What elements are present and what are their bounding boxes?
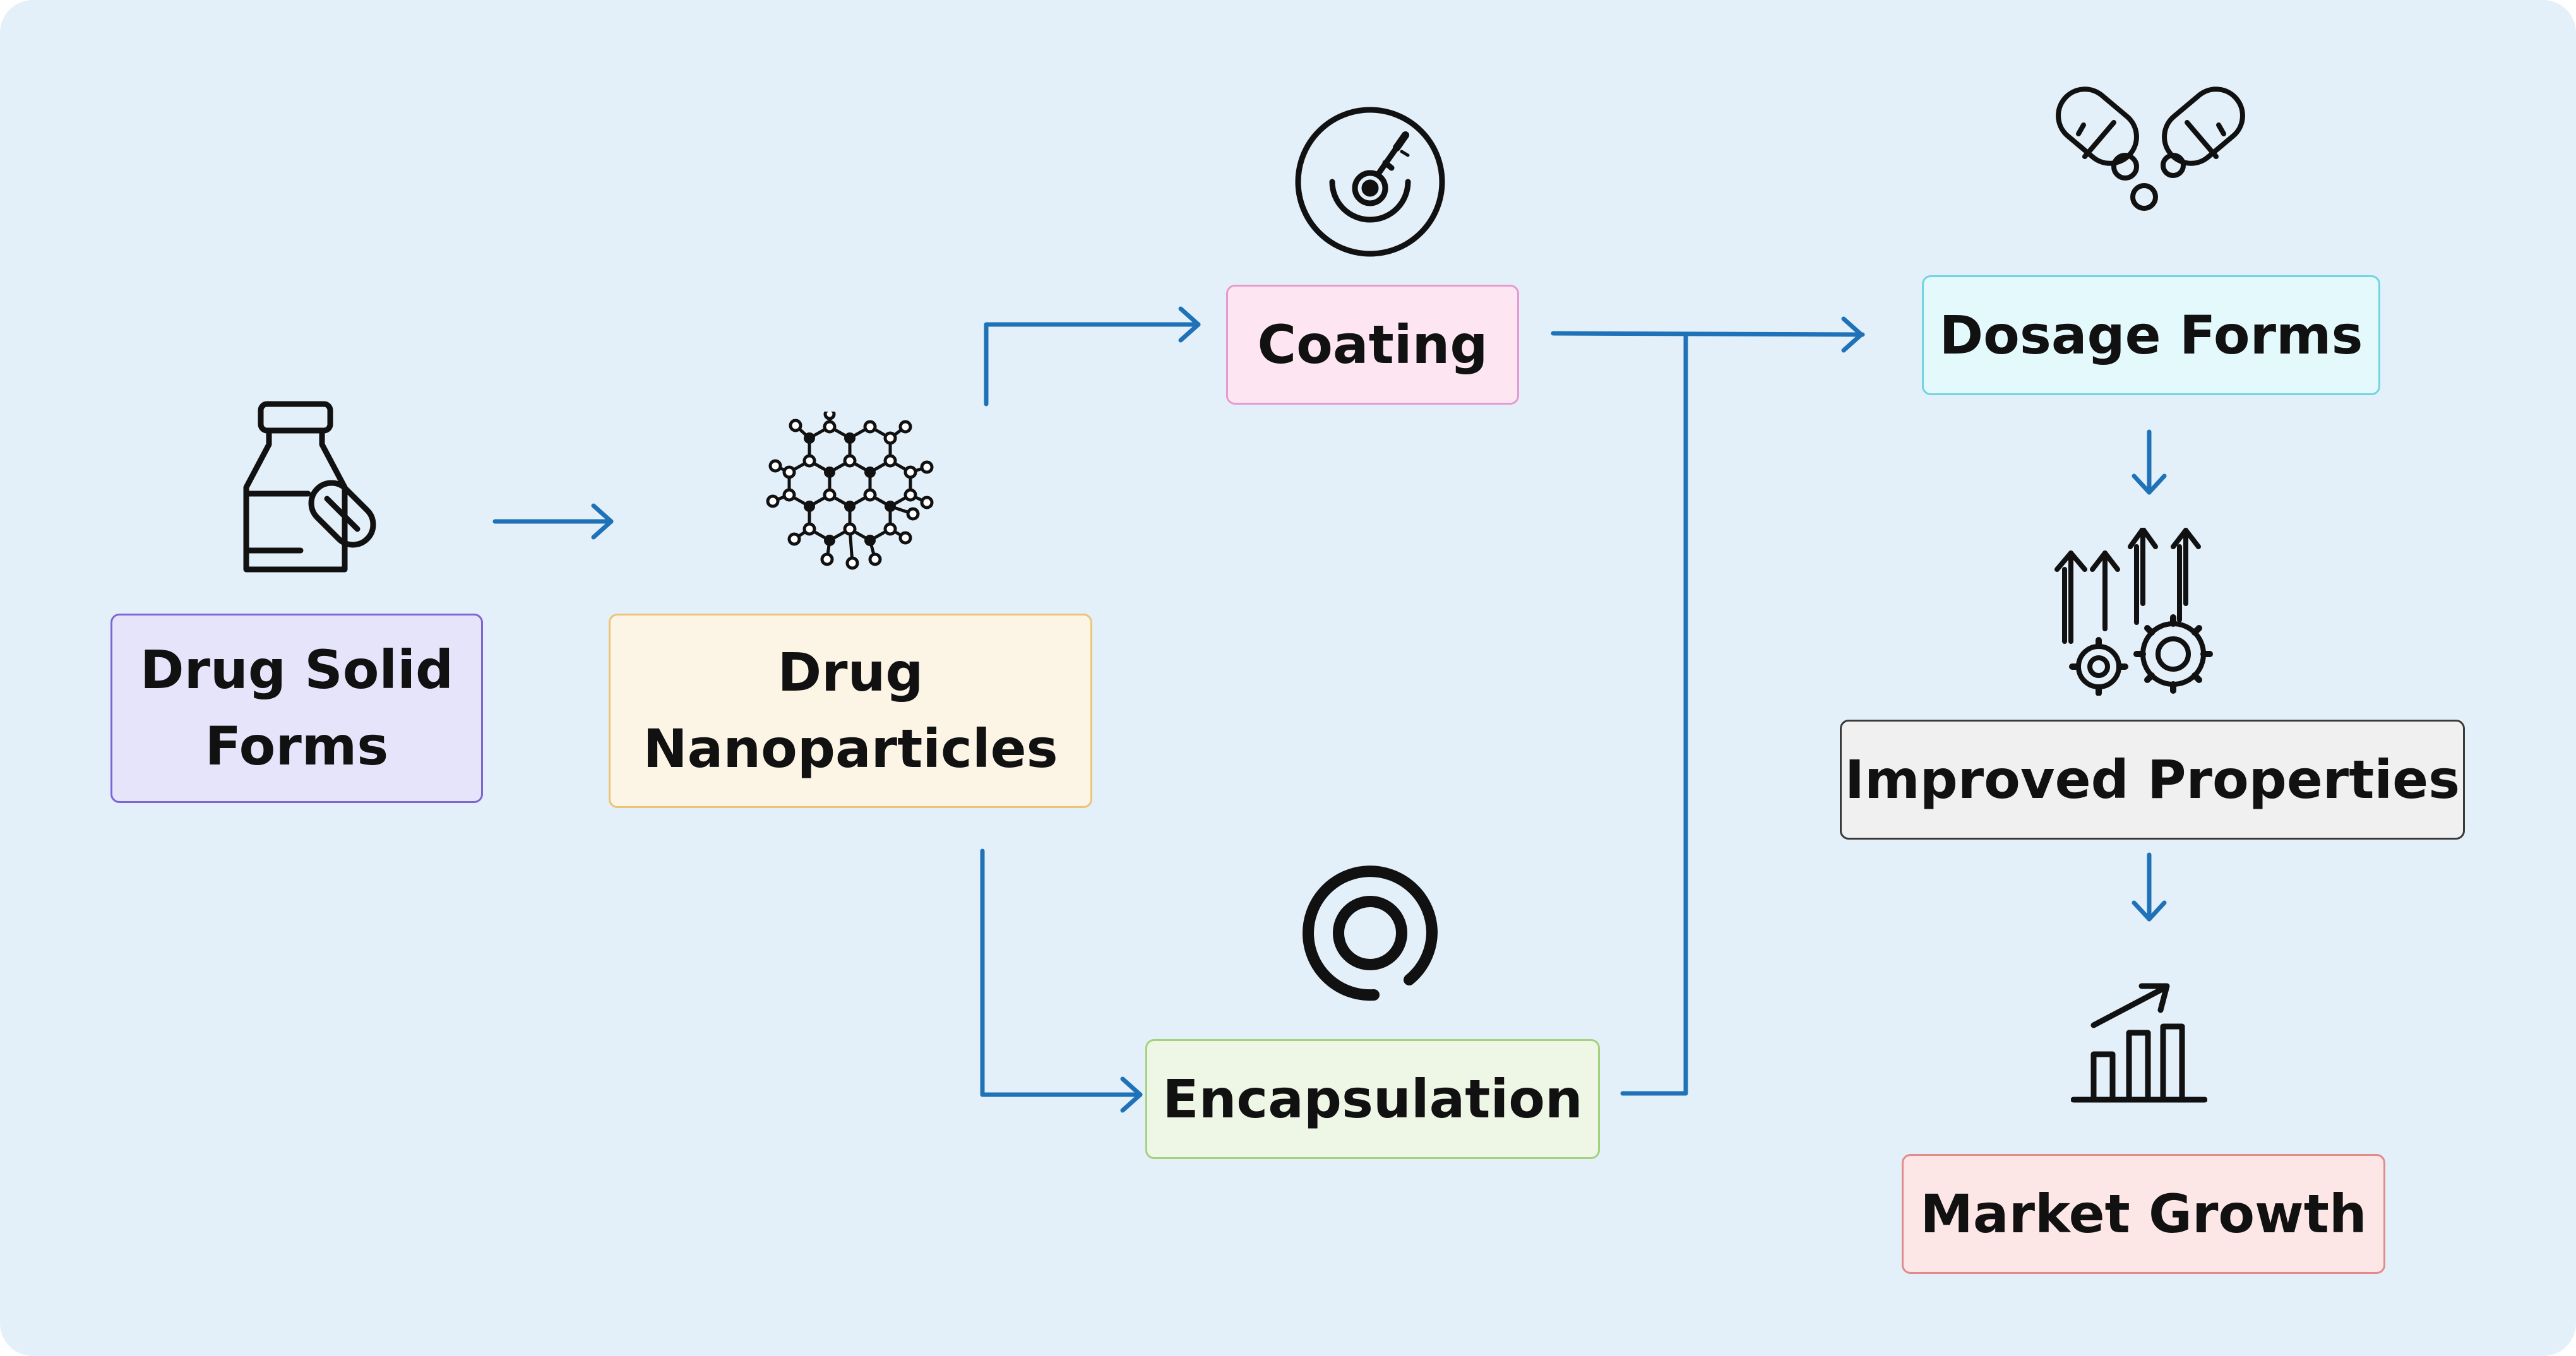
node-drug-solid-forms: Drug Solid Forms: [110, 614, 483, 803]
node-improved-properties: Improved Properties: [1840, 720, 2465, 840]
open-capsules-icon: [2056, 86, 2245, 211]
arrow-nano-to-coating: [984, 306, 1201, 407]
node-market-growth-label: Market Growth: [1920, 1182, 2367, 1245]
molecule-network-icon: [766, 412, 934, 570]
node-coating-label: Coating: [1257, 313, 1488, 376]
node-dosage-forms-label: Dosage Forms: [1939, 304, 2363, 366]
node-coating: Coating: [1226, 285, 1519, 405]
arrow-solid-to-nano: [492, 503, 614, 540]
node-drug-nanoparticles-label-line1: Drug: [777, 641, 924, 703]
node-drug-nanoparticles: Drug Nanoparticles: [609, 614, 1092, 808]
encapsulation-ring-icon: [1303, 865, 1438, 1001]
medicine-bottle-capsule-icon: [243, 401, 376, 573]
arrow-nano-to-encapsulation: [980, 848, 1143, 1113]
arrow-dosage-to-improved: [2132, 429, 2167, 495]
arrow-coating-to-dosage: [1551, 316, 1865, 353]
growth-bar-chart-icon: [2071, 983, 2207, 1103]
node-drug-solid-forms-label-line2: Forms: [205, 715, 389, 777]
node-improved-properties-label: Improved Properties: [1844, 748, 2460, 811]
gears-up-arrows-icon: [2054, 528, 2213, 696]
node-encapsulation: Encapsulation: [1145, 1039, 1600, 1159]
node-dosage-forms: Dosage Forms: [1922, 275, 2380, 395]
arrow-improved-to-market: [2132, 852, 2167, 922]
connector-encapsulation-to-dosage: [1620, 332, 1688, 1096]
coating-spray-disc-icon: [1295, 107, 1445, 257]
node-drug-solid-forms-label-line1: Drug Solid: [140, 639, 454, 701]
node-drug-nanoparticles-label-line2: Nanoparticles: [643, 718, 1058, 780]
node-market-growth: Market Growth: [1902, 1154, 2385, 1274]
node-encapsulation-label: Encapsulation: [1162, 1068, 1583, 1130]
